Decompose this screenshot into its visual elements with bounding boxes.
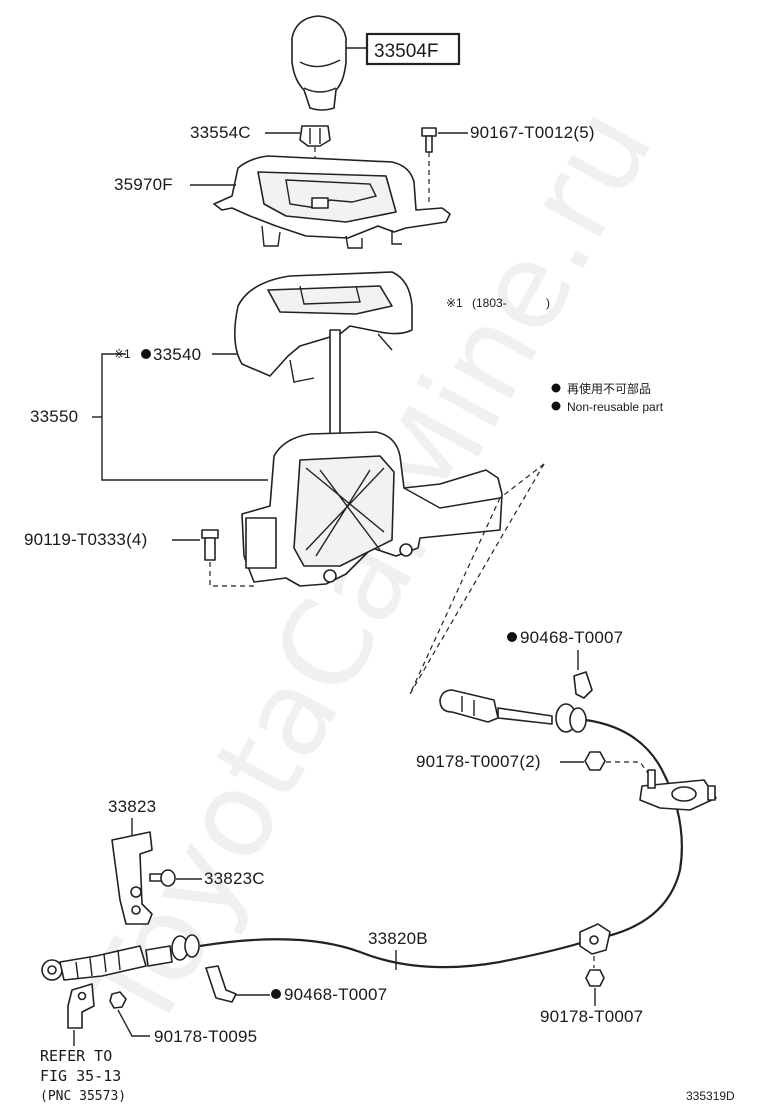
- legend-en: Non-reusable part: [567, 400, 664, 414]
- cable-upper-run: [585, 718, 683, 938]
- knob-label-box: [365, 32, 461, 66]
- label-33550: 33550: [30, 407, 78, 426]
- label-33504F: 33504F: [374, 41, 438, 62]
- label-clip-lower: 90468-T0007: [284, 985, 387, 1004]
- label-clip-upper: 90468-T0007: [520, 628, 623, 647]
- legend-jp: 再使用不可部品: [567, 381, 651, 396]
- clip-lower-90468[interactable]: [205, 965, 237, 1003]
- note-date: (1803-: [472, 296, 507, 310]
- indicator-housing-35970F[interactable]: [213, 155, 451, 249]
- nut-upper-90178[interactable]: [584, 751, 606, 771]
- note-date-close: ): [546, 296, 550, 310]
- shift-knob[interactable]: [291, 15, 347, 111]
- label-33823: 33823: [108, 797, 156, 816]
- non-reusable-dot-33540: [141, 349, 151, 359]
- label-33823C: 33823C: [204, 869, 265, 888]
- screw-90167[interactable]: [421, 127, 437, 153]
- cable-lower-end[interactable]: [41, 934, 200, 981]
- refer-line-1: REFER TO: [40, 1047, 112, 1065]
- label-33554C: 33554C: [190, 123, 251, 142]
- label-nut-upper: 90178-T0007(2): [416, 752, 541, 771]
- refer-line-3: (PNC 35573): [40, 1089, 126, 1104]
- nut-right-90178[interactable]: [585, 969, 605, 987]
- cable-bracket-upper[interactable]: [639, 769, 717, 811]
- label-33820B: 33820B: [368, 929, 428, 948]
- legend-dot-en: [551, 401, 561, 411]
- pin-33823C[interactable]: [149, 869, 176, 887]
- label-nut-right: 90178-T0007: [540, 1007, 643, 1026]
- cable-33820B[interactable]: [199, 938, 591, 969]
- knob-clip-33554C[interactable]: [299, 125, 331, 147]
- cable-clamp-right[interactable]: [579, 923, 611, 955]
- legend-dot-jp: [551, 383, 561, 393]
- diagram-id: 335319D: [686, 1089, 735, 1103]
- cable-bracket-lower[interactable]: [67, 983, 95, 1029]
- nut-left-90178[interactable]: [109, 991, 127, 1009]
- label-90167: 90167-T0012(5): [470, 123, 595, 142]
- label-33540: 33540: [153, 345, 201, 364]
- shift-lever-assy-33550[interactable]: [241, 329, 503, 587]
- clip-upper-90468[interactable]: [573, 671, 593, 699]
- non-reusable-dot-clip-lower: [271, 989, 281, 999]
- cable-upper-end[interactable]: [439, 689, 587, 733]
- label-35970F: 35970F: [114, 175, 173, 194]
- label-90119: 90119-T0333(4): [24, 530, 147, 549]
- label-nut-left: 90178-T0095: [154, 1027, 257, 1046]
- non-reusable-dot-clip-upper: [507, 632, 517, 642]
- bolt-90119[interactable]: [201, 529, 219, 561]
- housing-cover-33540[interactable]: [234, 271, 413, 383]
- bracket-33823[interactable]: [111, 831, 153, 925]
- refer-line-2: FIG 35-13: [40, 1067, 121, 1085]
- note-mark: ※1: [446, 296, 463, 310]
